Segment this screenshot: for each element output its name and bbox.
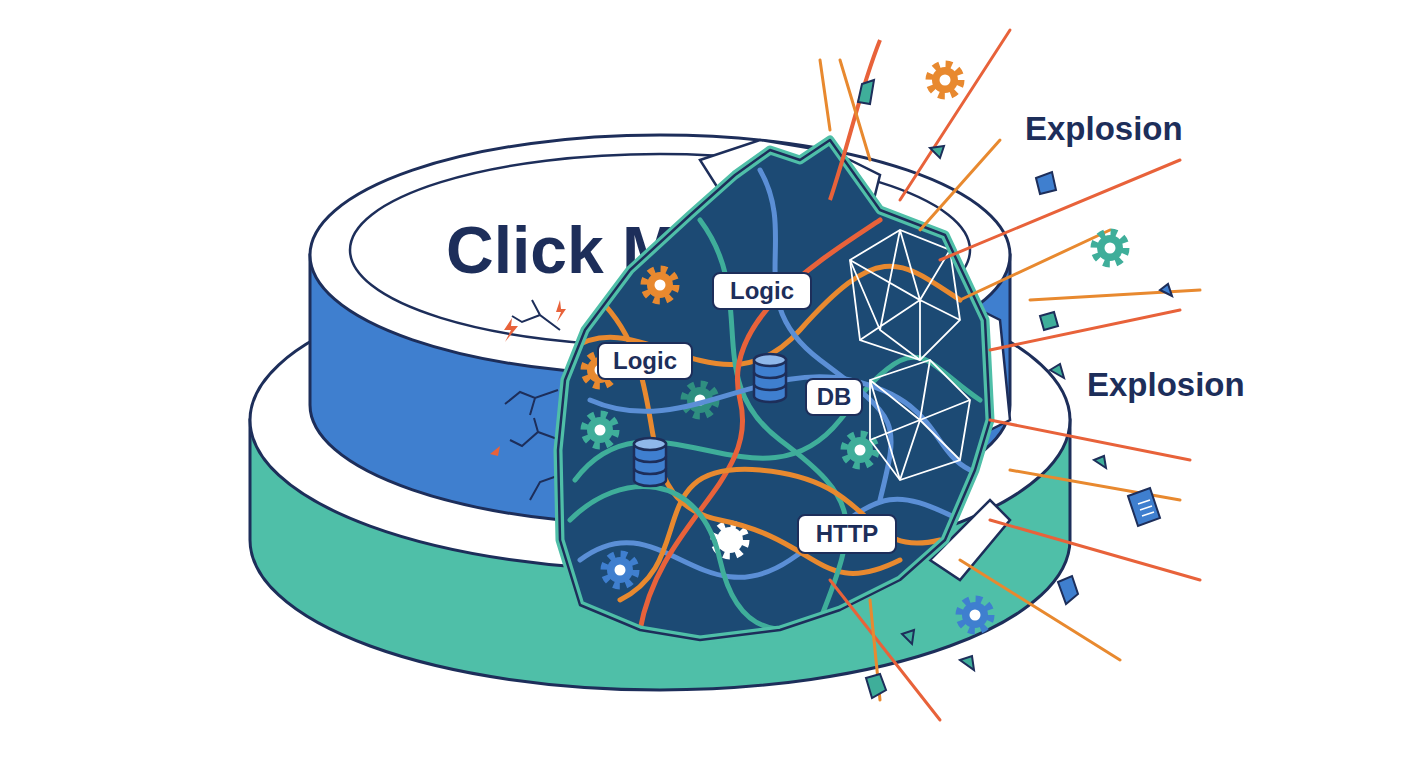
logic-tag: Logic <box>712 272 812 310</box>
button-top <box>310 135 1010 375</box>
explosion-label: Explosion <box>1087 368 1245 401</box>
tag-text: HTTP <box>816 520 879 548</box>
button-text: Click M <box>446 217 677 283</box>
tag-text: Logic <box>730 277 794 305</box>
spark <box>490 300 566 456</box>
flying-gear <box>930 65 1125 630</box>
tag-text: DB <box>817 383 852 411</box>
cutaway-outline <box>558 140 990 640</box>
document-icon <box>1128 488 1160 526</box>
button-node: Click MLogicLogicDBHTTP <box>250 135 1070 675</box>
broken-shell <box>700 140 1010 580</box>
flying-wire <box>830 40 880 200</box>
cutaway <box>558 140 990 640</box>
logic-tag: Logic <box>597 342 693 380</box>
cutaway-rim <box>558 140 990 640</box>
explosion-label: Explosion <box>1025 112 1183 145</box>
http-tag: HTTP <box>797 514 897 554</box>
crack <box>505 300 560 500</box>
button-inner-rim <box>350 154 970 346</box>
db-tag: DB <box>805 378 863 416</box>
mesh <box>850 230 970 480</box>
tag-text: Logic <box>613 347 677 375</box>
